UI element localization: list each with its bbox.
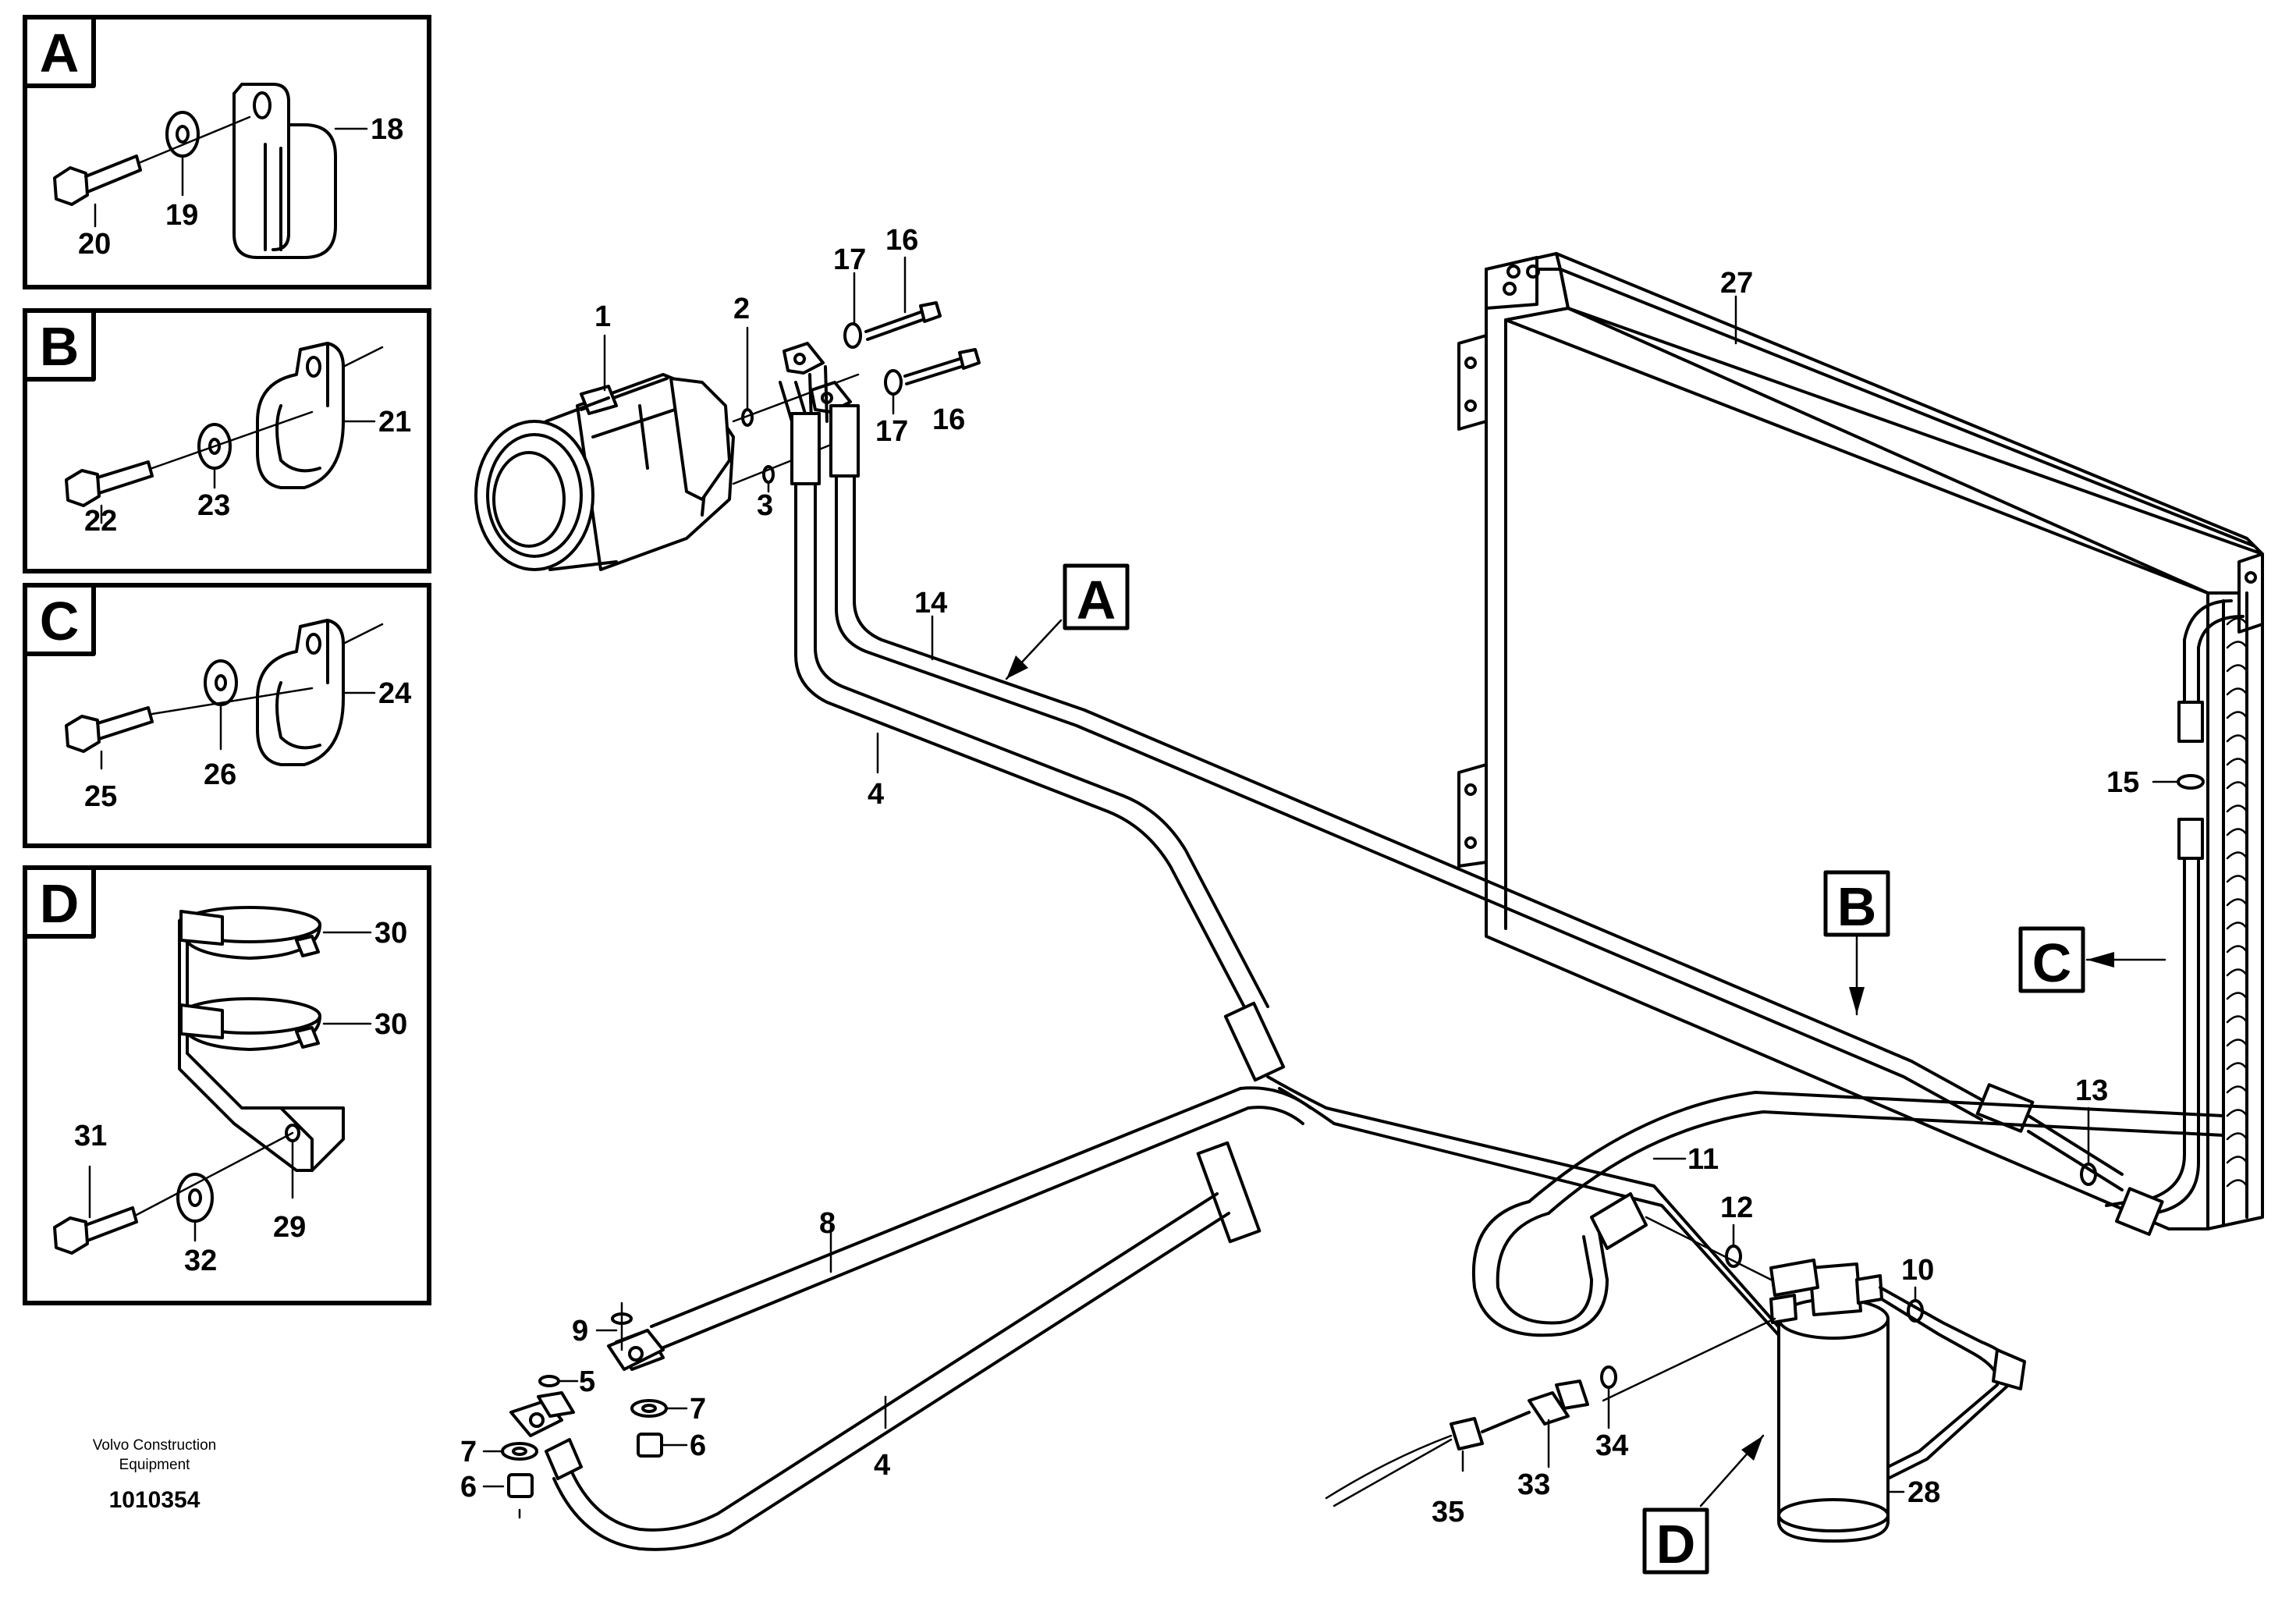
- credit-block: Volvo Construction Equipment 1010354: [93, 1437, 216, 1513]
- label-28: 28: [1907, 1476, 1940, 1509]
- label-15: 15: [2106, 766, 2139, 799]
- callout-c-letter: C: [2032, 932, 2072, 993]
- doc-number: 1010354: [109, 1487, 201, 1513]
- label-18: 18: [371, 113, 403, 146]
- callout-a: A: [1005, 563, 1130, 680]
- label-35: 35: [1432, 1496, 1464, 1529]
- hose-4-upper: 4: [779, 381, 1286, 1082]
- label-11: 11: [1687, 1143, 1719, 1176]
- label-27: 27: [1720, 267, 1753, 300]
- callout-b-letter: B: [1837, 876, 1877, 937]
- label-33: 33: [1517, 1468, 1550, 1501]
- bolt-25: [65, 706, 154, 753]
- label-19: 19: [165, 199, 198, 232]
- callout-a-letter: A: [1077, 570, 1116, 630]
- pressure-switch-assembly: 34 33 35: [1325, 1317, 1776, 1529]
- label-25: 25: [84, 780, 117, 813]
- label-22: 22: [84, 505, 117, 538]
- label-17-upper: 17: [833, 243, 866, 276]
- condenser-27: 27: [1457, 252, 2264, 1230]
- label-26: 26: [204, 758, 236, 791]
- o-rings-10-12-13: 12 10 13: [1645, 1074, 2108, 1323]
- label-6-left: 6: [460, 1471, 477, 1504]
- label-1: 1: [594, 300, 611, 333]
- compressor-fittings: 16 16 17 17 2 3: [732, 224, 981, 522]
- label-14: 14: [914, 587, 947, 620]
- left-fittings: 9 5 7 7 6 6: [460, 1301, 706, 1519]
- detail-box-c: C 24 26 25: [23, 583, 431, 848]
- compressor-1: 1: [474, 300, 735, 571]
- bolt-20: [53, 154, 142, 206]
- callout-d: D: [1642, 1434, 1765, 1575]
- label-10: 10: [1901, 1254, 1934, 1287]
- label-23: 23: [197, 489, 230, 522]
- label-16-lower: 16: [932, 403, 965, 436]
- label-30-lower: 30: [374, 1008, 407, 1041]
- hose-junction: [1266, 1075, 1843, 1406]
- condenser-side-pipe: 15: [2105, 599, 2245, 1219]
- clip-18: [232, 83, 337, 259]
- callout-d-letter: D: [1656, 1514, 1696, 1575]
- hose-11: 11: [1471, 1091, 2225, 1337]
- detail-box-d-letter: D: [40, 873, 80, 934]
- hose-clamp-30-lower: [178, 997, 321, 1051]
- detail-box-b-letter: B: [40, 316, 80, 377]
- label-2: 2: [733, 293, 750, 325]
- detail-box-a-letter: A: [40, 23, 80, 83]
- bolt-31: [53, 1206, 138, 1255]
- label-20: 20: [78, 228, 111, 261]
- label-7-left: 7: [460, 1436, 477, 1468]
- label-32: 32: [184, 1245, 217, 1277]
- label-21: 21: [378, 406, 411, 439]
- label-31: 31: [74, 1120, 107, 1152]
- callout-c: C: [2018, 926, 2166, 993]
- hose-clamp-30-upper: [178, 906, 321, 960]
- detail-box-d: D 30 30 31: [23, 865, 431, 1305]
- label-29: 29: [273, 1211, 306, 1244]
- credit-line1: Volvo Construction: [93, 1437, 216, 1454]
- hose-4-lower: 4: [545, 1141, 1262, 1551]
- detail-box-b: B 21 23 22: [23, 308, 431, 573]
- label-4-upper: 4: [868, 778, 884, 811]
- clamp-24: [256, 619, 384, 766]
- receiver-drier-28: 28: [1769, 1259, 2026, 1543]
- label-9: 9: [572, 1315, 588, 1348]
- label-7-right: 7: [690, 1393, 706, 1426]
- label-3: 3: [757, 489, 773, 522]
- label-17-lower: 17: [875, 415, 908, 448]
- label-12: 12: [1720, 1191, 1753, 1224]
- label-6-right: 6: [690, 1429, 706, 1462]
- label-4-lower: 4: [874, 1449, 890, 1482]
- credit-line2: Equipment: [119, 1457, 191, 1473]
- bolt-22: [65, 460, 154, 507]
- label-24: 24: [378, 677, 411, 710]
- label-30-upper: 30: [374, 917, 407, 950]
- hose-14: 14: [808, 365, 2164, 1236]
- detail-box-a: A 18 19 20: [23, 15, 431, 289]
- detail-box-c-letter: C: [40, 591, 80, 652]
- label-8: 8: [819, 1207, 836, 1240]
- label-16-upper: 16: [885, 224, 918, 257]
- callout-b: B: [1823, 870, 1890, 1016]
- label-34: 34: [1595, 1429, 1628, 1462]
- label-5: 5: [579, 1365, 595, 1398]
- label-13: 13: [2075, 1074, 2108, 1107]
